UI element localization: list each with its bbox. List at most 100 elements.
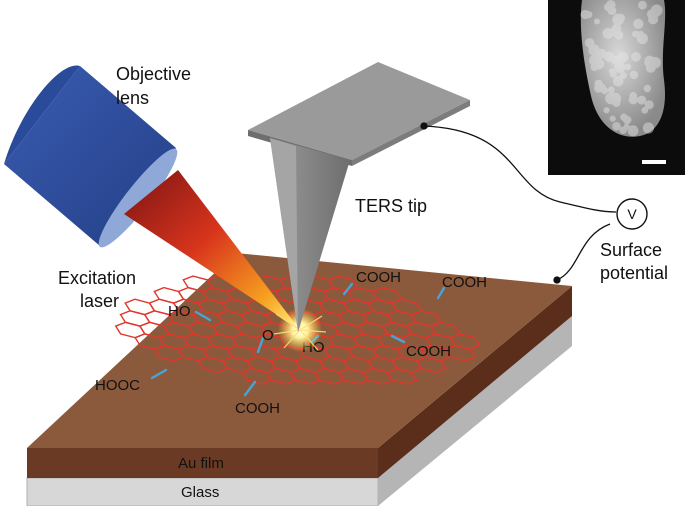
ters-tip [248, 62, 470, 332]
sem-grain [620, 113, 628, 121]
label-o-epoxy: O [262, 327, 274, 344]
sem-grain [628, 95, 638, 105]
graphene-oxide-sheet [114, 275, 481, 385]
sem-grain [609, 70, 617, 78]
surface-potential-line2: potential [600, 263, 668, 283]
tip-label: TERS tip [355, 196, 427, 216]
sem-grain [633, 18, 644, 29]
sem-grain [594, 83, 604, 93]
sem-grain [650, 4, 663, 17]
sem-grain [608, 68, 616, 75]
sem-grain [614, 30, 624, 40]
sem-grain [594, 79, 603, 89]
objective-label-line1: Objective [116, 64, 191, 84]
sem-grain [605, 92, 617, 105]
sem-grain [580, 9, 590, 20]
excitation-laser-beam [124, 170, 327, 352]
sem-grain [612, 23, 622, 33]
objective-lens [4, 65, 178, 248]
sem-grain [630, 127, 638, 135]
sem-grain [596, 48, 607, 59]
sem-grain [645, 62, 656, 73]
sem-grain [612, 98, 621, 107]
sem-grain [606, 0, 616, 10]
voltmeter: V [616, 198, 648, 230]
graphene-hexagon [415, 356, 447, 374]
sem-grain [636, 33, 649, 45]
label-cooh-top: COOH [356, 269, 401, 286]
sem-grain [648, 14, 659, 25]
sem-grain [619, 126, 627, 134]
sem-grain [651, 10, 660, 18]
label-cooh-bottom: COOH [235, 400, 280, 417]
sem-grain [598, 83, 606, 92]
sem-grain [616, 13, 625, 23]
voltmeter-symbol: V [627, 206, 637, 222]
sem-grain [638, 0, 647, 10]
sem-grain [609, 115, 616, 122]
sem-grain [623, 123, 630, 130]
laser-label-line1: Excitation [58, 268, 136, 288]
glass-layer [26, 316, 572, 506]
sem-grain [612, 122, 621, 131]
sem-grain [607, 86, 615, 94]
sem-grain [612, 13, 625, 26]
graphene-hexagon [444, 344, 476, 362]
label-hooc-left: HOOC [95, 377, 140, 394]
sem-grain [609, 26, 621, 37]
sem-grain [590, 63, 599, 71]
sem-grain [588, 44, 600, 56]
label-cooh-right: COOH [406, 343, 451, 360]
label-cooh-top-right: COOH [442, 274, 487, 291]
sem-grain [603, 51, 615, 62]
surface-potential-line1: Surface [600, 240, 662, 260]
sem-grain [641, 106, 649, 114]
graphene-hexagon [386, 367, 418, 385]
sem-grain [644, 100, 654, 110]
sem-inset [548, 0, 685, 175]
sem-grain [642, 122, 655, 134]
sem-grain [593, 58, 605, 70]
sem-grain [644, 57, 654, 68]
sem-grain [622, 115, 632, 125]
sem-grain [631, 51, 641, 62]
sem-grain [600, 87, 609, 95]
sem-grain-texture [580, 0, 663, 137]
objective-label-line2: lens [116, 88, 149, 108]
sem-grain [585, 11, 593, 19]
scale-bar [642, 160, 666, 164]
sem-grain [627, 125, 639, 137]
sem-grain [647, 9, 657, 19]
sem-grain [602, 28, 614, 39]
sem-grain [637, 30, 645, 38]
sem-grain [604, 3, 613, 12]
sem-grain [618, 52, 629, 63]
sem-grain [612, 75, 624, 87]
sem-grain [629, 92, 637, 100]
sem-grain [610, 55, 621, 65]
sem-grain [614, 62, 626, 73]
sem-grain [590, 54, 602, 67]
sem-grain [607, 6, 617, 15]
sem-grain [603, 107, 610, 114]
sem-grain [624, 63, 632, 71]
sem-grain [619, 72, 627, 80]
glass-label: Glass [181, 484, 219, 501]
au-film-label: Au film [178, 455, 224, 472]
sem-grain [593, 58, 600, 65]
sem-grain [649, 57, 661, 69]
sem-grain [632, 30, 640, 38]
potential-wires [420, 122, 617, 284]
sem-grain [589, 54, 601, 67]
sem-grain [609, 92, 622, 105]
sem-grain [615, 57, 624, 66]
sem-grain [643, 84, 652, 93]
sem-grain [637, 95, 647, 105]
sem-grain [629, 70, 639, 80]
label-ho-left: HO [168, 303, 191, 320]
sem-grain [644, 55, 655, 66]
sem-grain [584, 38, 595, 48]
laser-label-line2: laser [80, 291, 119, 311]
sem-grain [594, 18, 600, 25]
